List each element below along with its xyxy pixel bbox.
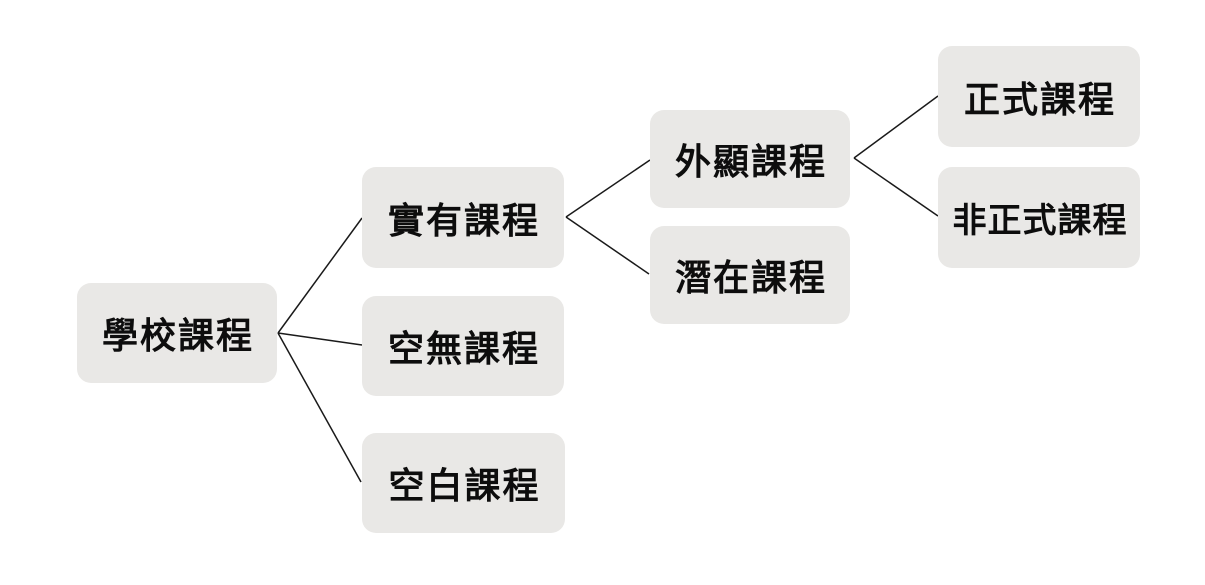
- node-label: 空白課程: [388, 466, 541, 507]
- edge-school-actual: [277, 217, 363, 334]
- node-label: 實有課程: [387, 200, 540, 242]
- edge-actual-explicit: [565, 159, 651, 218]
- node-school-curriculum: 學校課程: [77, 283, 277, 383]
- node-hidden-curriculum: 潛在課程: [650, 226, 850, 324]
- node-label: 外顯課程: [674, 142, 827, 183]
- edge-school-null: [277, 332, 363, 346]
- edge-school-blank: [277, 332, 362, 483]
- node-label: 潛在課程: [674, 258, 827, 299]
- node-actual-curriculum: 實有課程: [362, 167, 564, 268]
- edge-explicit-formal: [853, 95, 939, 159]
- edge-explicit-informal: [853, 157, 939, 217]
- node-formal-curriculum: 正式課程: [938, 46, 1140, 147]
- node-blank-curriculum: 空白課程: [362, 433, 565, 533]
- node-null-curriculum: 空無課程: [362, 296, 564, 396]
- node-label: 非正式課程: [952, 201, 1128, 241]
- edge-actual-hidden: [565, 216, 650, 275]
- node-label: 正式課程: [963, 79, 1116, 121]
- node-label: 學校課程: [101, 316, 254, 357]
- node-explicit-curriculum: 外顯課程: [650, 110, 850, 208]
- node-label: 空無課程: [387, 329, 540, 370]
- node-informal-curriculum: 非正式課程: [938, 167, 1140, 268]
